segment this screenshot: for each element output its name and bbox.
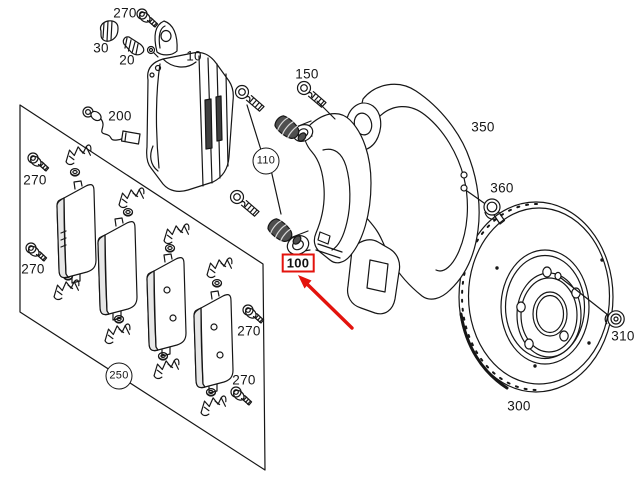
part-callout-30-cap[interactable]: 30: [93, 40, 109, 56]
part-callout-110-guide-bolts[interactable]: 110: [252, 147, 280, 175]
part-callout-350-splash-shield[interactable]: 350: [471, 119, 495, 135]
part-callout-270-pad-screw-left-top[interactable]: 270: [23, 172, 47, 188]
part-callout-360-shield-bolt[interactable]: 360: [490, 180, 514, 196]
disc-set-screw-drawing: [604, 310, 625, 328]
part-callout-270-pad-screw-left-bottom[interactable]: 270: [21, 261, 45, 277]
leader-lines: [246, 100, 336, 215]
brake-caliper-drawing: [99, 8, 234, 192]
part-callout-150-bolt[interactable]: 150: [295, 66, 319, 82]
part-callout-270-pad-screw-right-bottom[interactable]: 270: [232, 372, 256, 388]
part-callout-270-caliper-guide-screw[interactable]: 270: [113, 5, 137, 21]
part-callout-250-brake-pads[interactable]: 250: [105, 362, 133, 390]
wear-sensor-drawing: [82, 106, 141, 145]
part-callout-10-brake-caliper[interactable]: 10: [186, 48, 202, 64]
part-callout-270-pad-screw-right-top[interactable]: 270: [237, 323, 261, 339]
guide-bolts-drawing: [229, 80, 327, 247]
part-callout-20-bleeder-valve[interactable]: 20: [119, 52, 135, 68]
brake-pads-group: [25, 144, 265, 417]
brake-disc-drawing: [458, 201, 614, 393]
highlight-arrow: [298, 275, 354, 330]
shield-bolt-drawing: [483, 198, 506, 225]
part-callout-100-caliper-bracket-selected[interactable]: 100: [281, 253, 315, 273]
part-callout-310-disc-set-screw[interactable]: 310: [611, 328, 635, 344]
part-callout-200-wear-sensor[interactable]: 200: [108, 108, 132, 124]
part-callout-300-brake-disc[interactable]: 300: [507, 398, 531, 414]
